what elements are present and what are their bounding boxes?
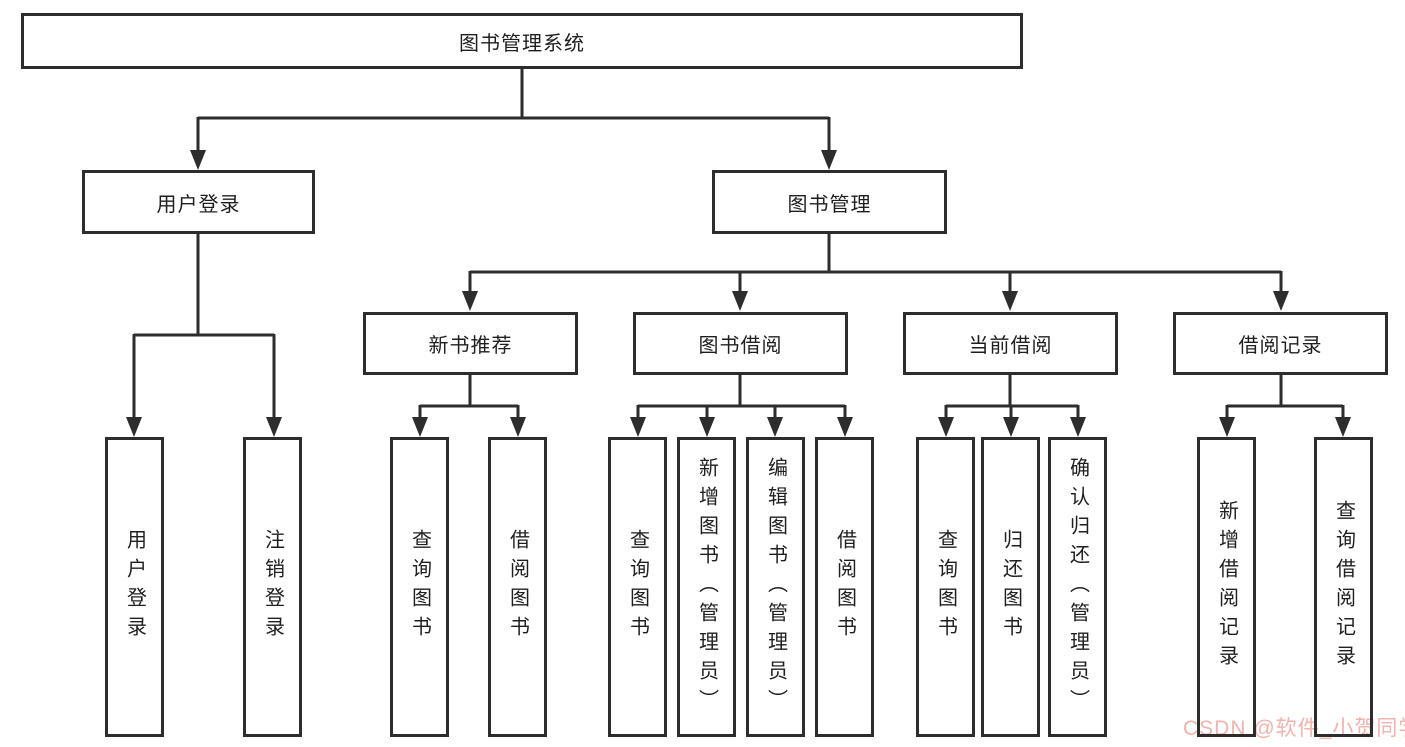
node-user-login: 用户登录 bbox=[82, 170, 315, 234]
node-root-label: 图书管理系统 bbox=[459, 32, 585, 55]
leaf-add-book-admin: 新增图书（管理员） bbox=[677, 437, 736, 737]
node-book-borrow: 图书借阅 bbox=[633, 312, 848, 375]
leaf-query-books-borrow: 查询图书 bbox=[608, 437, 667, 737]
node-book-management-label: 图书管理 bbox=[787, 193, 872, 216]
leaf-user-login: 用户登录 bbox=[105, 437, 164, 737]
leaf-query-books-current: 查询图书 bbox=[916, 437, 975, 737]
leaf-add-borrow-record: 新增借阅记录 bbox=[1197, 437, 1256, 737]
node-borrow-records: 借阅记录 bbox=[1173, 312, 1388, 375]
node-new-book-recommend-label: 新书推荐 bbox=[428, 335, 513, 357]
leaf-edit-book-admin: 编辑图书（管理员） bbox=[746, 437, 805, 737]
node-borrow-records-label: 借阅记录 bbox=[1238, 335, 1323, 357]
leaf-return-books: 归还图书 bbox=[981, 437, 1040, 737]
node-root-system: 图书管理系统 bbox=[21, 13, 1023, 69]
node-current-borrow-label: 当前借阅 bbox=[968, 335, 1053, 357]
node-book-management: 图书管理 bbox=[712, 170, 947, 234]
leaf-confirm-return-admin: 确认归还（管理员） bbox=[1048, 437, 1107, 737]
leaf-logout-login: 注销登录 bbox=[243, 437, 302, 737]
node-current-borrow: 当前借阅 bbox=[903, 312, 1118, 375]
node-new-book-recommend: 新书推荐 bbox=[363, 312, 578, 375]
leaf-borrow-books-recommend: 借阅图书 bbox=[488, 437, 547, 737]
leaf-borrow-books-borrow: 借阅图书 bbox=[815, 437, 874, 737]
node-book-borrow-label: 图书借阅 bbox=[698, 335, 783, 357]
leaf-query-borrow-record: 查询借阅记录 bbox=[1314, 437, 1373, 737]
leaf-query-books-recommend: 查询图书 bbox=[390, 437, 449, 737]
node-user-login-label: 用户登录 bbox=[156, 193, 241, 216]
arrowheads bbox=[126, 150, 1351, 437]
